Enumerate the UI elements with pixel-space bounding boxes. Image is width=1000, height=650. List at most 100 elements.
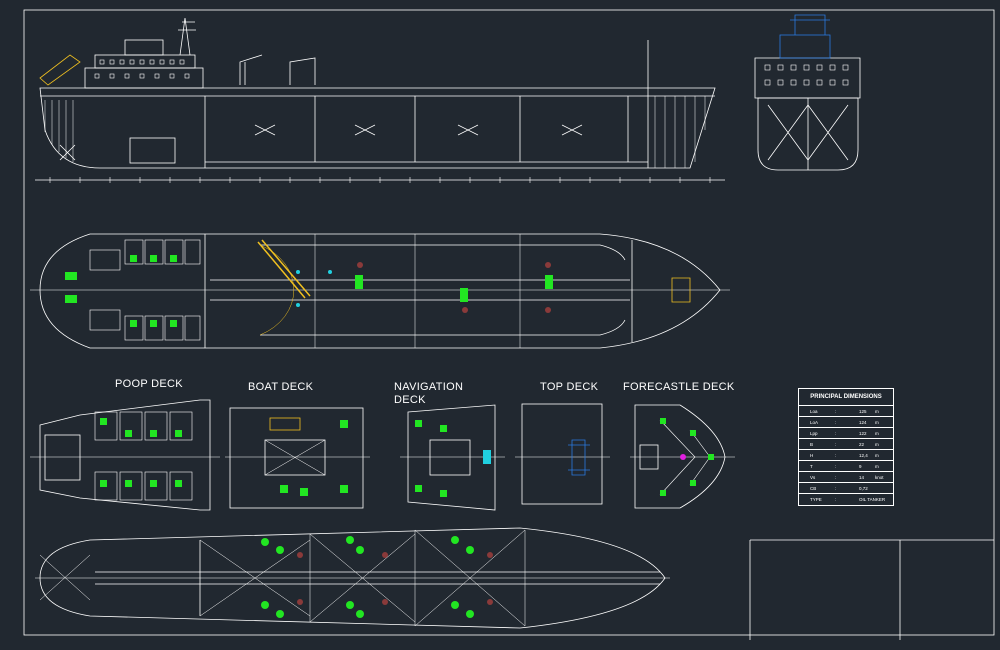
dimension-unit: m: [875, 442, 879, 447]
crane: [239, 54, 263, 85]
dimension-value: OIL TANKER: [859, 497, 886, 502]
top-deck-outline: [521, 403, 603, 505]
dimension-row: Loa: 125 m: [799, 405, 893, 418]
section-superstructure: [754, 57, 861, 99]
dimension-row: CB: 0,72: [799, 482, 893, 495]
dimension-key: B: [810, 442, 814, 447]
dimension-unit: m: [875, 420, 879, 425]
dimension-row: TYPE: OIL TANKER: [799, 493, 893, 506]
cyan-fittings: [296, 270, 332, 307]
top-deck-plan: [515, 403, 610, 505]
boat-deck-outline: [229, 407, 364, 509]
forecastle-equipment: [660, 418, 714, 496]
tank-top-plan: [35, 527, 670, 629]
propeller: [59, 144, 76, 161]
hull-profile-outline: [39, 87, 716, 169]
section-radar-mast: [790, 14, 830, 35]
dimension-value: 9: [859, 464, 862, 469]
boat-deck-room: [264, 439, 326, 476]
engine-room-tank-cross: [39, 554, 91, 601]
forecastle-anchor: [680, 454, 686, 460]
crane: [289, 57, 316, 85]
poop-equipment: [100, 418, 182, 487]
poop-deck-outline: [39, 399, 211, 511]
section-windows: [764, 64, 849, 86]
poop-hatch: [44, 434, 81, 481]
label-top-deck: TOP DECK: [540, 381, 599, 393]
section-hull: [757, 97, 859, 171]
midship-section-view: [754, 14, 861, 171]
dimension-key: TYPE: [810, 497, 822, 502]
tank-cross-markers: [254, 124, 583, 136]
window-row: [94, 59, 190, 79]
dimension-row: Lpp: 122 m: [799, 427, 893, 440]
section-wheelhouse: [779, 34, 831, 59]
dimension-key: CB: [810, 486, 817, 491]
dimension-row: LoA: 124 m: [799, 416, 893, 429]
drawing-frame: [23, 9, 995, 636]
dimension-sep: :: [835, 475, 837, 480]
dimension-sep: :: [835, 431, 837, 436]
tank-valves: [297, 552, 493, 605]
boat-deck-cross: [264, 439, 326, 476]
dimension-unit: m: [875, 409, 879, 414]
frame-scale-ticks: [49, 177, 711, 183]
dimension-sep: :: [835, 453, 837, 458]
main-deck-plan: [30, 233, 730, 349]
dimension-key: H: [810, 453, 814, 458]
nav-console: [483, 450, 491, 464]
dimension-value: 124: [859, 420, 867, 425]
dimension-value: 122: [859, 431, 867, 436]
forecastle-windlass: [639, 444, 659, 470]
poop-cabins: [94, 411, 193, 501]
deck-crane-jib: [257, 239, 311, 299]
forecastle-deck-plan: [630, 404, 735, 509]
dimension-value: 22: [859, 442, 865, 447]
radar-mast: [178, 17, 196, 56]
dimension-key: Vs: [810, 475, 816, 480]
top-deck-radar: [568, 439, 590, 476]
dimension-value: 125: [859, 409, 867, 414]
dimension-sep: :: [835, 409, 837, 414]
main-engine: [129, 137, 176, 164]
rail-line: [260, 244, 626, 336]
windlass-yellow: [671, 277, 691, 303]
accommodation-cabins: [89, 239, 201, 341]
dimension-unit: m: [875, 464, 879, 469]
red-valves: [357, 262, 551, 313]
dimension-value: 0,72: [859, 486, 868, 491]
dimension-sep: :: [835, 497, 837, 502]
dimension-sep: :: [835, 486, 837, 491]
tank-diagonals: [199, 529, 526, 627]
label-poop-deck: POOP DECK: [115, 378, 183, 390]
section-tank-cross: [767, 104, 849, 161]
tank-equipment: [261, 536, 474, 618]
poop-deck-plan: [30, 399, 220, 511]
dimension-unit: m: [875, 431, 879, 436]
dimension-key: Loa: [810, 409, 818, 414]
dimension-value: 14: [859, 475, 865, 480]
principal-dimensions-title: PRINCIPAL DIMENSIONS: [810, 394, 882, 400]
profile-view: [35, 17, 725, 183]
nav-equipment: [415, 420, 447, 497]
boat-deck-plan: [225, 407, 370, 509]
dimension-key: LoA: [810, 420, 819, 425]
dimension-unit: m: [875, 453, 879, 458]
boat-equipment: [280, 420, 348, 496]
dimension-sep: :: [835, 464, 837, 469]
bow-hatching: [654, 96, 706, 168]
stern-hatching: [44, 100, 74, 162]
dimension-key: Lpp: [810, 431, 818, 436]
dimension-sep: :: [835, 420, 837, 425]
label-forecastle-deck: FORECASTLE DECK: [623, 381, 735, 393]
crane-swing-arc: [259, 244, 295, 336]
navigation-deck-plan: [400, 404, 505, 511]
lifeboat-davit: [39, 54, 81, 86]
label-boat-deck: BOAT DECK: [248, 381, 314, 393]
lifeboat: [269, 417, 301, 431]
